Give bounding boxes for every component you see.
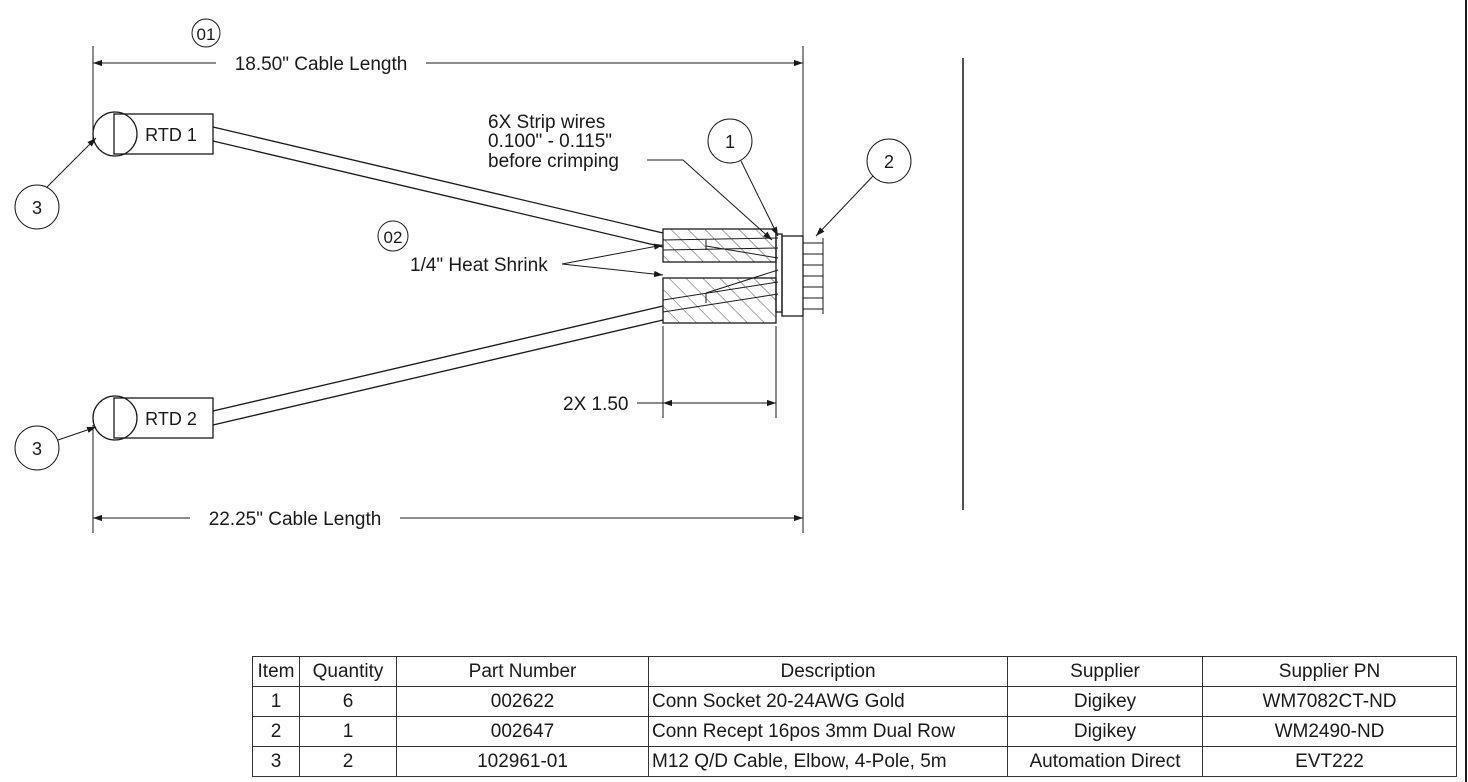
bom-cell-description: Conn Recept 16pos 3mm Dual Row <box>648 716 1008 747</box>
dimension-heat-shrink-length: 2X 1.50 <box>563 326 777 418</box>
bom-cell-supplier-pn: WM2490-ND <box>1202 716 1457 747</box>
callout-2-label: 2 <box>884 152 894 172</box>
connector-receptacle <box>775 233 824 317</box>
callout-2: 2 <box>815 138 912 237</box>
strip-note-line1: 6X Strip wires <box>488 112 605 133</box>
bom-header-item: Item <box>252 656 300 687</box>
bom-header-description: Description <box>648 656 1008 687</box>
bill-of-materials-table: Item Quantity Part Number Description Su… <box>252 656 1457 777</box>
bom-cell-description: M12 Q/D Cable, Elbow, 4-Pole, 5m <box>648 746 1008 777</box>
stripped-wire-ends <box>662 237 779 313</box>
table-row: 2 1 002647 Conn Recept 16pos 3mm Dual Ro… <box>252 716 1457 747</box>
bom-cell-quantity: 1 <box>299 716 397 747</box>
rtd2-label: RTD 2 <box>145 409 197 429</box>
bom-cell-supplier: Automation Direct <box>1007 746 1203 777</box>
bom-cell-quantity: 6 <box>299 686 397 717</box>
bom-header-supplier: Supplier <box>1007 656 1203 687</box>
bom-cell-quantity: 2 <box>299 746 397 777</box>
balloon-01-label: 01 <box>197 25 216 44</box>
callout-1: 1 <box>707 118 779 237</box>
bom-cell-supplier: Digikey <box>1007 716 1203 747</box>
balloon-02-label: 02 <box>384 228 403 247</box>
rtd1-sensor: RTD 1 <box>92 111 214 157</box>
top-cable-length-label: 18.50" Cable Length <box>235 54 408 75</box>
bom-header-part-number: Part Number <box>396 656 649 687</box>
bom-cell-item: 3 <box>252 746 300 777</box>
bom-cell-item: 2 <box>252 716 300 747</box>
callout-3-bottom-label: 3 <box>32 439 42 459</box>
table-row: 1 6 002622 Conn Socket 20-24AWG Gold Dig… <box>252 686 1457 717</box>
bom-cell-supplier-pn: EVT222 <box>1202 746 1457 777</box>
bom-header-row: Item Quantity Part Number Description Su… <box>252 656 1457 687</box>
bom-header-supplier-pn: Supplier PN <box>1202 656 1457 687</box>
dimension-top-cable-length: 18.50" Cable Length 01 <box>92 18 804 240</box>
strip-wires-note: 6X Strip wires 0.100" - 0.115" before cr… <box>488 112 773 241</box>
heat-shrink-label: 1/4" Heat Shrink <box>410 255 548 276</box>
rtd1-label: RTD 1 <box>145 125 197 145</box>
callout-1-label: 1 <box>725 132 735 152</box>
bom-cell-description: Conn Socket 20-24AWG Gold <box>648 686 1008 717</box>
bom-cell-part-number: 002622 <box>396 686 649 717</box>
callout-3-bottom: 3 <box>14 425 97 471</box>
cable-wires <box>212 126 664 426</box>
rtd2-sensor: RTD 2 <box>92 395 214 441</box>
callout-3-top: 3 <box>14 137 97 230</box>
bom-cell-supplier: Digikey <box>1007 686 1203 717</box>
bottom-cable-length-label: 22.25" Cable Length <box>209 509 382 530</box>
heat-shrink-note: 02 1/4" Heat Shrink <box>377 220 664 278</box>
bom-cell-supplier-pn: WM7082CT-ND <box>1202 686 1457 717</box>
table-row: 3 2 102961-01 M12 Q/D Cable, Elbow, 4-Po… <box>252 746 1457 777</box>
heat-shrink-dim-label: 2X 1.50 <box>563 394 629 415</box>
bom-header-quantity: Quantity <box>299 656 397 687</box>
bom-cell-part-number: 102961-01 <box>396 746 649 777</box>
callout-3-top-label: 3 <box>32 198 42 218</box>
dimension-bottom-cable-length: 22.25" Cable Length <box>92 316 804 533</box>
strip-note-line2: 0.100" - 0.115" <box>488 131 612 152</box>
bom-cell-item: 1 <box>252 686 300 717</box>
bom-cell-part-number: 002647 <box>396 716 649 747</box>
strip-note-line3: before crimping <box>488 151 619 172</box>
